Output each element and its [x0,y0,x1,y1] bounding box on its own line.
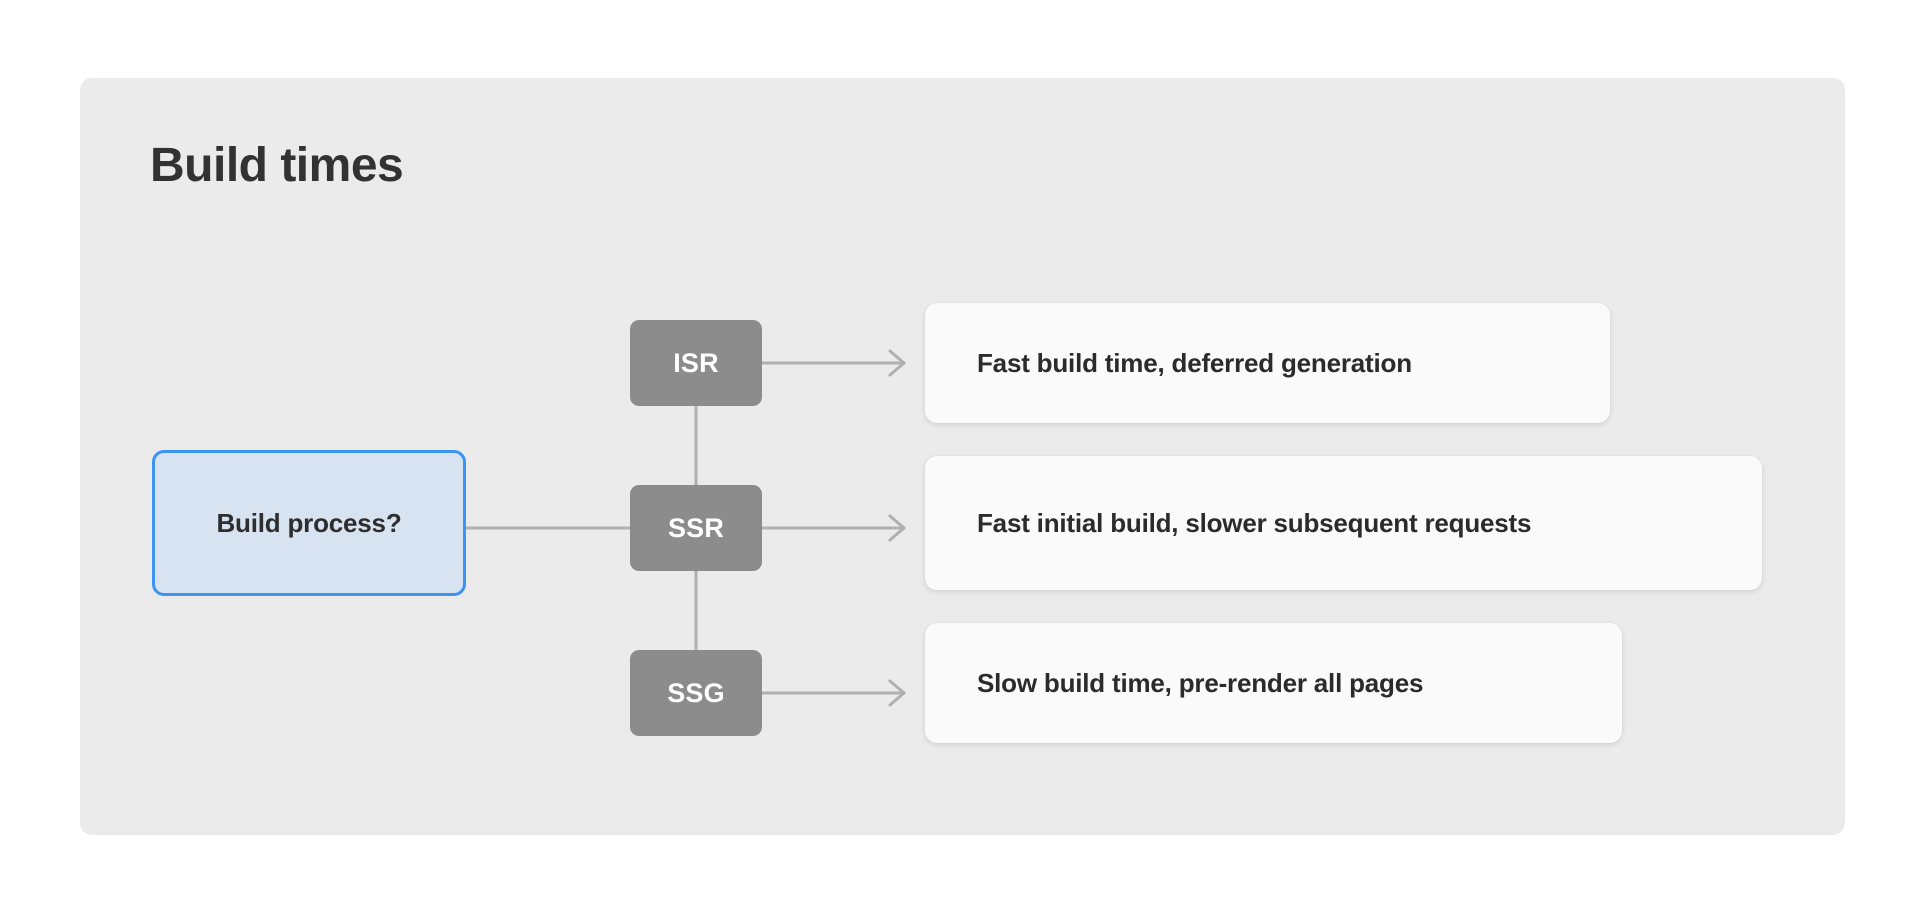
card-ssr-outcome-label: Fast initial build, slower subsequent re… [977,507,1532,538]
node-build-process-label: Build process? [216,507,402,538]
card-ssr-outcome[interactable]: Fast initial build, slower subsequent re… [925,456,1762,590]
card-ssg-outcome[interactable]: Slow build time, pre-render all pages [925,623,1622,743]
node-isr[interactable]: ISR [630,320,762,406]
diagram-panel: Build times [80,78,1845,835]
node-ssg[interactable]: SSG [630,650,762,736]
arrowhead-icon-isr [888,349,906,377]
arrowhead-icon-ssg [888,679,906,707]
node-build-process[interactable]: Build process? [152,450,466,596]
flowchart-canvas: Build process? ISR SSR SSG Fast build ti… [80,78,1845,835]
node-ssg-label: SSG [667,677,725,708]
page-title: Build times [150,139,404,192]
card-isr-outcome-label: Fast build time, deferred generation [977,347,1412,378]
node-ssr-label: SSR [667,512,725,543]
node-ssr[interactable]: SSR [630,485,762,571]
node-isr-label: ISR [673,347,719,378]
arrowhead-icon-ssr [888,514,906,542]
card-isr-outcome[interactable]: Fast build time, deferred generation [925,303,1610,423]
card-ssg-outcome-label: Slow build time, pre-render all pages [977,667,1424,698]
